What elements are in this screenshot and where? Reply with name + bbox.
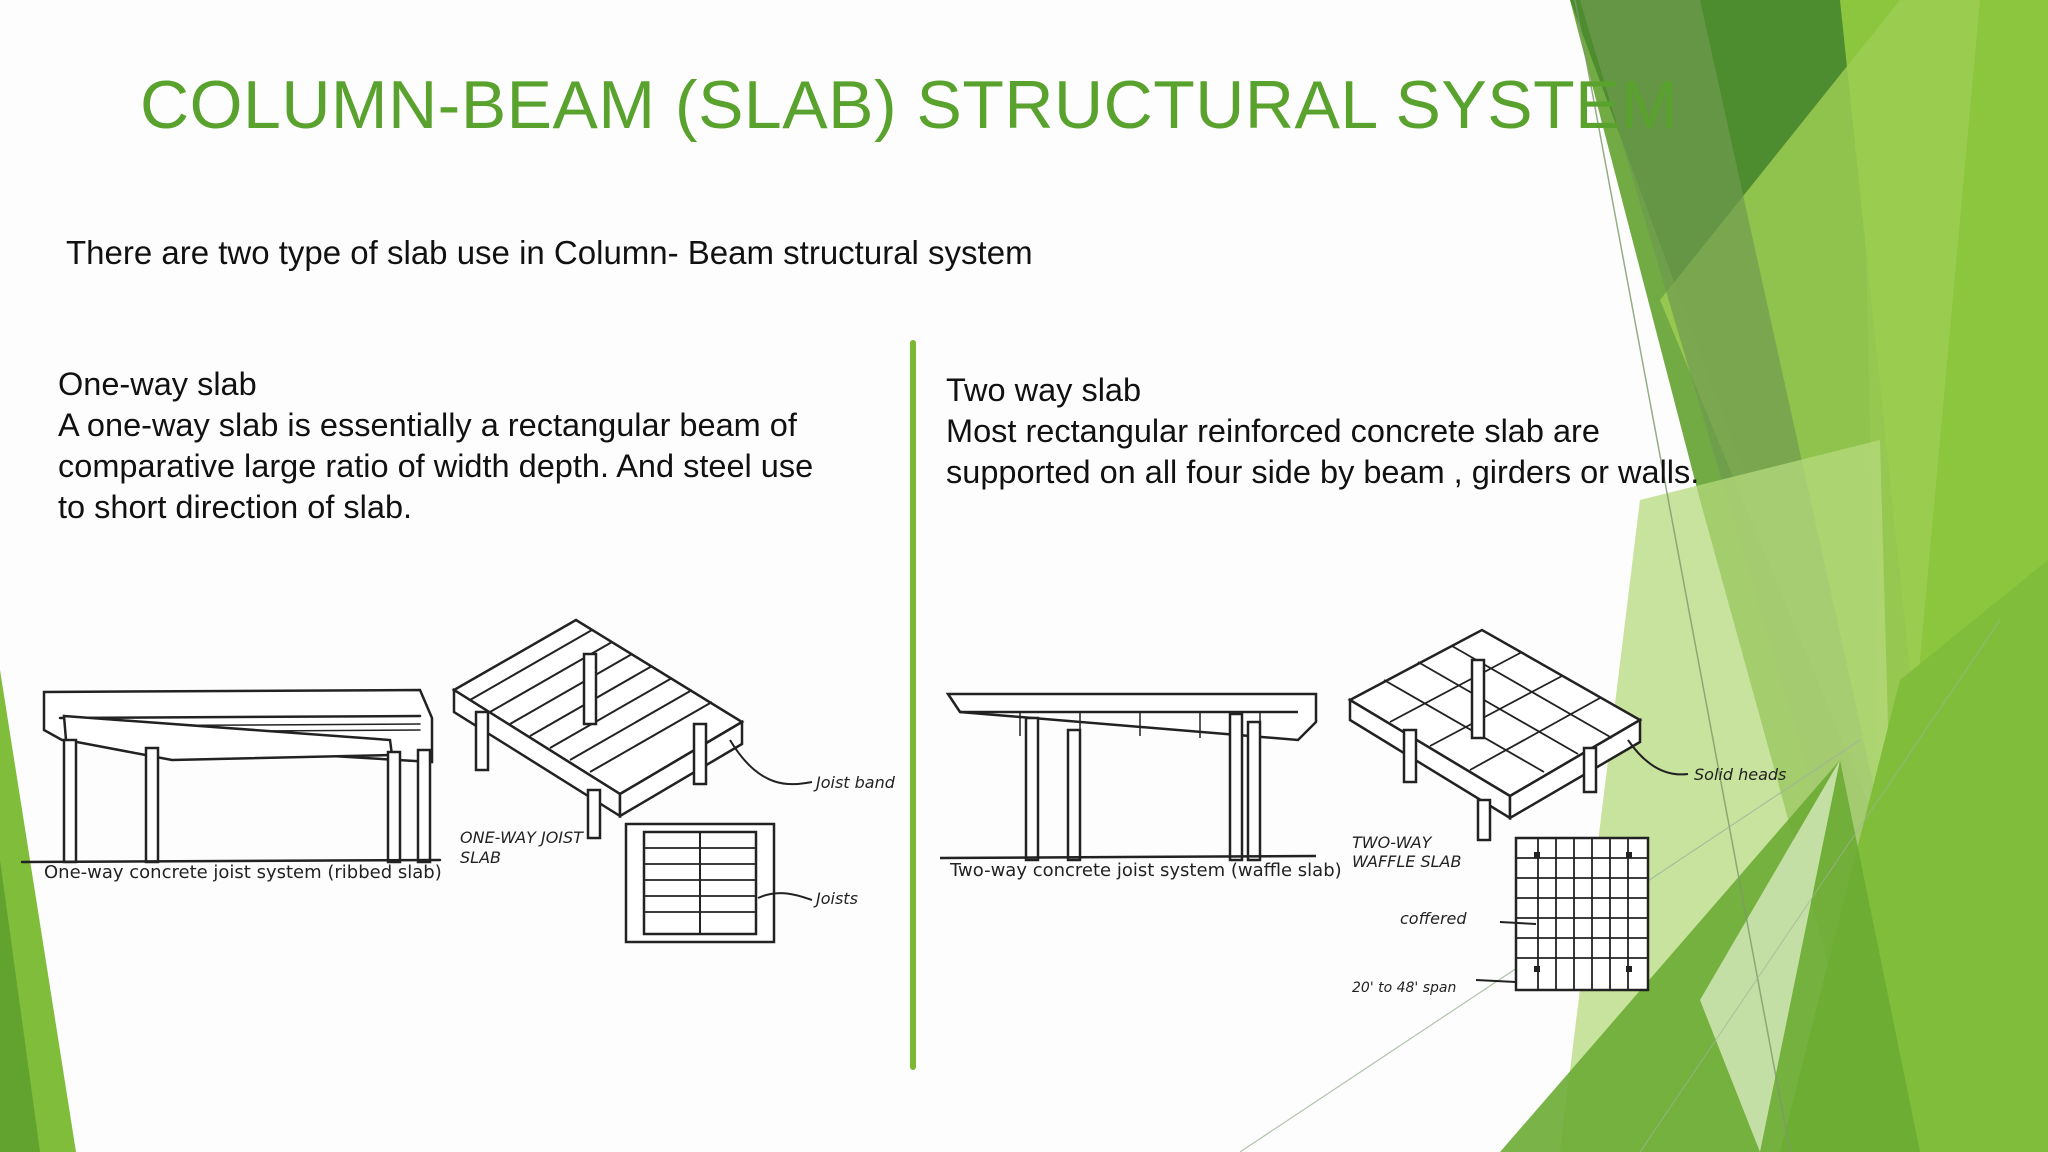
one-way-isometric-sketch bbox=[451, 618, 813, 840]
one-way-slab-description: One-way slab A one-way slab is essential… bbox=[58, 364, 918, 528]
two-way-slab-description: Two way slab Most rectangular reinforced… bbox=[946, 370, 1806, 493]
span-label: 20' to 48' span bbox=[1352, 980, 1456, 996]
two-way-type-label-2: WAFFLE SLAB bbox=[1352, 852, 1461, 871]
two-way-sketch-caption: Two-way concrete joist system (waffle sl… bbox=[949, 860, 1342, 881]
two-way-line-1: Most rectangular reinforced concrete sla… bbox=[946, 413, 1600, 449]
one-way-type-label-2: SLAB bbox=[460, 848, 501, 867]
solid-heads-label: Solid heads bbox=[1694, 765, 1786, 784]
column-divider bbox=[910, 340, 916, 1070]
coffered-label: coffered bbox=[1400, 909, 1467, 928]
one-way-line-1: A one-way slab is essentially a rectangu… bbox=[58, 407, 797, 443]
slide-title: COLUMN-BEAM (SLAB) STRUCTURAL SYSTEM bbox=[140, 67, 1679, 143]
one-way-line-2: comparative large ratio of width depth. … bbox=[58, 448, 814, 484]
two-way-elevation-sketch bbox=[939, 692, 1318, 862]
one-way-plan-sketch bbox=[624, 822, 813, 944]
one-way-sketch-caption: One-way concrete joist system (ribbed sl… bbox=[44, 862, 442, 883]
two-way-type-label: TWO-WAY bbox=[1352, 833, 1433, 852]
two-way-line-2: supported on all four side by beam , gir… bbox=[946, 454, 1700, 490]
one-way-elevation-sketch bbox=[20, 688, 442, 864]
one-way-slab-heading: One-way slab bbox=[58, 366, 257, 402]
joist-band-label: Joist band bbox=[813, 773, 896, 792]
two-way-slab-heading: Two way slab bbox=[946, 372, 1142, 408]
two-way-isometric-sketch bbox=[1347, 628, 1689, 842]
intro-text: There are two type of slab use in Column… bbox=[66, 234, 1033, 271]
solid-head-markers bbox=[1534, 852, 1632, 972]
one-way-line-3: to short direction of slab. bbox=[58, 489, 413, 525]
joists-label: Joists bbox=[813, 889, 858, 908]
two-way-plan-sketch bbox=[1475, 836, 1650, 992]
one-way-type-label: ONE-WAY JOIST bbox=[460, 828, 584, 847]
